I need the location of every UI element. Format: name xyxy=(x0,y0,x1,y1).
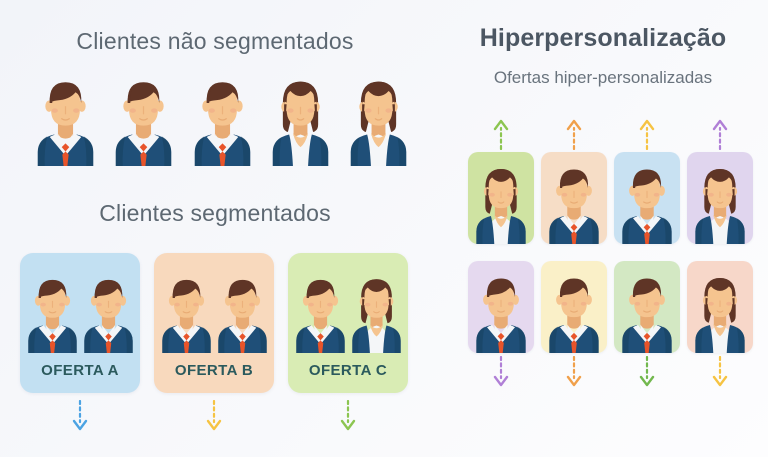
arrow-up-4-icon xyxy=(712,119,728,150)
hyper-card-6-male-avatar xyxy=(549,278,599,353)
offer-card-oferta-c-label: OFERTA C xyxy=(308,362,388,379)
unsegmented-person-4-female-avatar xyxy=(272,81,328,166)
unsegmented-person-2 xyxy=(112,68,175,166)
arrow-down-oferta-c xyxy=(288,400,408,448)
hyper-card-6[interactable] xyxy=(541,261,607,353)
hyper-card-3-male-avatar xyxy=(622,169,672,244)
page-title-hyperpersonalization: Hiperpersonalização xyxy=(479,24,727,52)
arrow-up-4 xyxy=(687,116,753,150)
hyper-card-2-male-avatar xyxy=(549,169,599,244)
hyper-card-4[interactable] xyxy=(687,152,753,244)
offer-oferta-c-person-1 xyxy=(293,265,348,353)
offer-oferta-a-person-2-male-avatar xyxy=(83,279,133,353)
unsegmented-person-3-male-avatar xyxy=(194,82,250,166)
hyper-card-7-male-avatar xyxy=(622,278,672,353)
unsegmented-person-2-male-avatar xyxy=(116,82,172,166)
unsegmented-people-row xyxy=(34,68,410,166)
unsegmented-person-1 xyxy=(34,68,97,166)
offer-oferta-b-person-1 xyxy=(159,265,214,353)
hyper-card-4-person xyxy=(691,160,749,244)
page-title-segmented: Clientes segmentados xyxy=(99,200,331,226)
offer-oferta-c-person-2 xyxy=(349,265,404,353)
hyper-card-8-person xyxy=(691,269,749,353)
arrow-down-icon-oferta-c xyxy=(340,400,356,431)
hyper-card-2-person xyxy=(545,160,603,244)
segmented-arrows-row xyxy=(20,400,408,448)
arrow-down-3-icon xyxy=(639,356,655,387)
hyper-arrows-bottom-row xyxy=(468,356,754,396)
hyper-card-5[interactable] xyxy=(468,261,534,353)
arrow-up-2-icon xyxy=(566,119,582,150)
offer-oferta-a-person-1-male-avatar xyxy=(27,279,77,353)
offer-oferta-c-person-2-female-avatar xyxy=(351,279,401,353)
arrow-up-2 xyxy=(541,116,607,150)
hyper-card-7-person xyxy=(618,269,676,353)
unsegmented-person-1-male-avatar xyxy=(37,82,94,166)
arrow-down-oferta-b xyxy=(154,400,274,448)
hyper-card-3-person xyxy=(618,160,676,244)
unsegmented-person-5-female-avatar xyxy=(350,81,407,166)
arrow-down-4 xyxy=(687,356,753,396)
offer-card-oferta-c-people xyxy=(292,261,404,353)
offer-card-oferta-b[interactable]: OFERTA B xyxy=(154,253,274,393)
arrow-down-2-icon xyxy=(566,356,582,387)
hyper-card-2[interactable] xyxy=(541,152,607,244)
arrow-up-3 xyxy=(614,116,680,150)
arrow-down-1 xyxy=(468,356,534,396)
arrow-down-icon-oferta-b xyxy=(206,400,222,431)
arrow-up-1-icon xyxy=(493,119,509,150)
unsegmented-person-5 xyxy=(347,68,410,166)
offer-oferta-a-person-2 xyxy=(81,265,136,353)
offer-card-oferta-b-label: OFERTA B xyxy=(174,362,254,379)
page-title-unsegmented: Clientes não segmentados xyxy=(76,28,354,54)
offer-oferta-a-person-1 xyxy=(25,265,80,353)
hyper-card-8-female-avatar xyxy=(695,277,745,353)
arrow-down-2 xyxy=(541,356,607,396)
offer-oferta-b-person-2 xyxy=(215,265,270,353)
offer-card-oferta-a-label: OFERTA A xyxy=(41,362,119,379)
offer-oferta-b-person-1-male-avatar xyxy=(161,279,211,353)
offer-card-oferta-b-people xyxy=(158,261,270,353)
hyper-card-6-person xyxy=(545,269,603,353)
offer-oferta-c-person-1-male-avatar xyxy=(295,279,345,353)
hyper-card-7[interactable] xyxy=(614,261,680,353)
arrow-down-1-icon xyxy=(493,356,509,387)
unsegmented-person-3 xyxy=(191,68,254,166)
hyper-card-8[interactable] xyxy=(687,261,753,353)
hyper-card-1[interactable] xyxy=(468,152,534,244)
hyper-card-1-person xyxy=(472,160,530,244)
arrow-down-oferta-a xyxy=(20,400,140,448)
segmented-offer-cards: OFERTA A xyxy=(20,253,408,393)
hyper-arrows-top-row xyxy=(468,116,754,150)
hyper-cards-grid xyxy=(468,152,754,353)
offer-card-oferta-c[interactable]: OFERTA C xyxy=(288,253,408,393)
arrow-down-icon-oferta-a xyxy=(72,400,88,431)
arrow-up-3-icon xyxy=(639,119,655,150)
hyper-card-3[interactable] xyxy=(614,152,680,244)
unsegmented-person-4 xyxy=(269,68,332,166)
hyper-card-5-person xyxy=(472,269,530,353)
arrow-down-3 xyxy=(614,356,680,396)
offer-oferta-b-person-2-male-avatar xyxy=(217,279,267,353)
offer-card-oferta-a-people xyxy=(24,261,136,353)
hyper-card-1-female-avatar xyxy=(476,168,526,244)
subtitle-hyperpersonalization: Ofertas hiper-personalizadas xyxy=(493,68,713,87)
hyper-card-5-male-avatar xyxy=(476,278,526,353)
arrow-down-4-icon xyxy=(712,356,728,387)
hyper-card-4-female-avatar xyxy=(695,168,745,244)
offer-card-oferta-a[interactable]: OFERTA A xyxy=(20,253,140,393)
arrow-up-1 xyxy=(468,116,534,150)
